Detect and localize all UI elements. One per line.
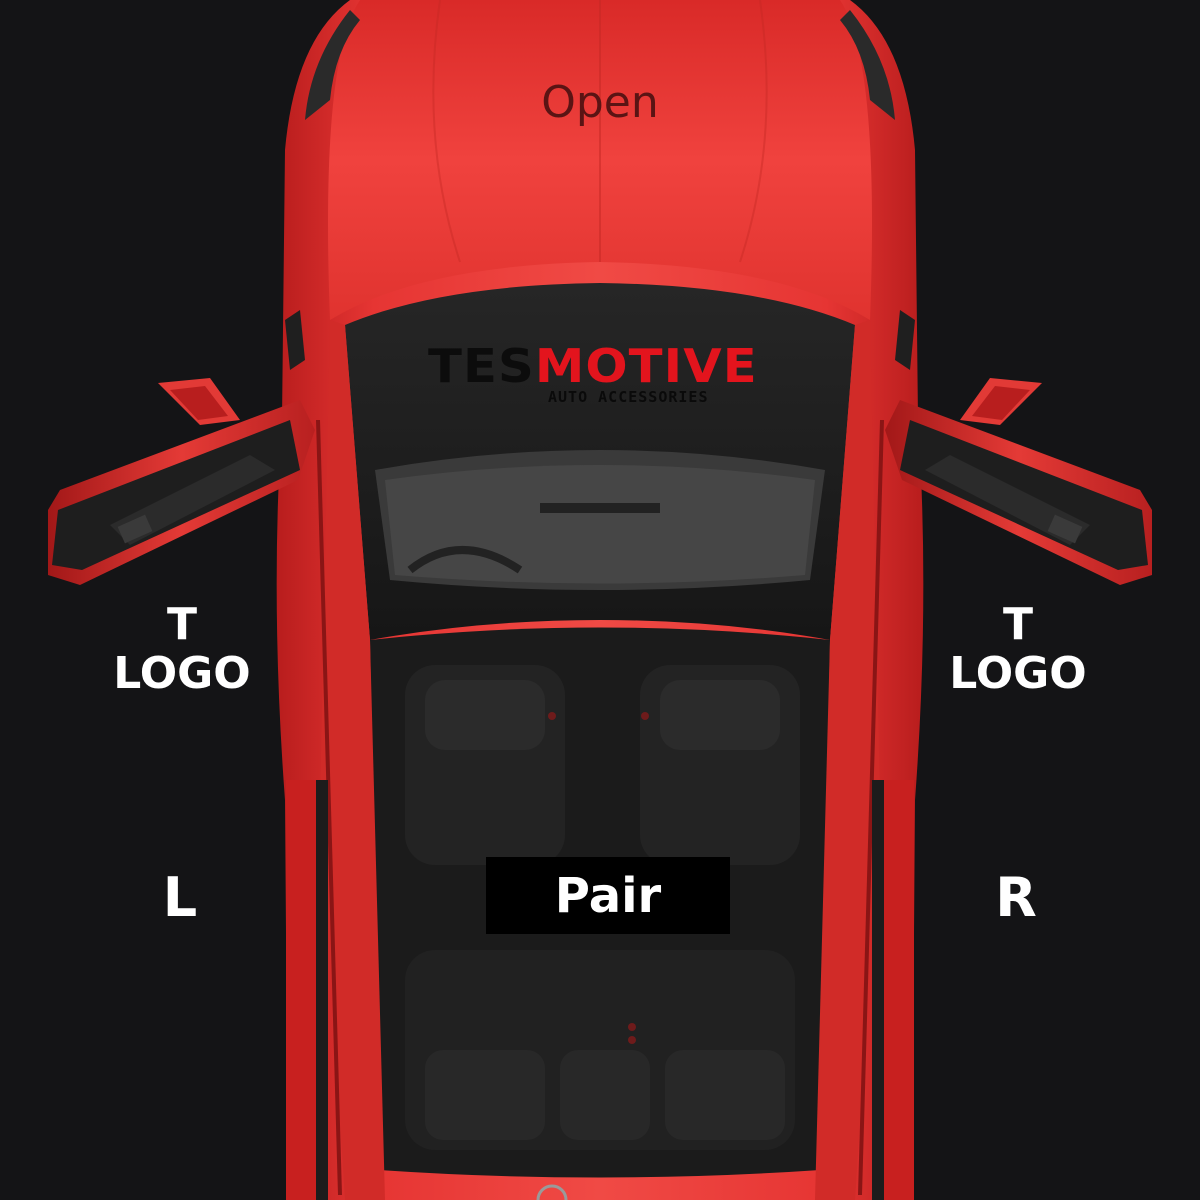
right-logo-button[interactable]: T LOGO (918, 600, 1118, 699)
brand-name-part2: MOTIVE (534, 339, 758, 393)
right-side-button[interactable]: R (995, 866, 1037, 929)
left-front-door (48, 378, 315, 585)
open-button[interactable]: Open (541, 76, 659, 128)
brand-tagline: AUTO ACCESSORIES (548, 388, 709, 406)
tesmotive-logo: TESMOTIVE AUTO ACCESSORIES (428, 340, 780, 412)
brand-name: TESMOTIVE (428, 340, 758, 392)
left-logo-line2: LOGO (113, 648, 251, 700)
right-logo-line2: LOGO (949, 648, 1087, 700)
brand-name-part1: TES (428, 339, 535, 393)
left-logo-button[interactable]: T LOGO (82, 600, 282, 699)
right-front-door (885, 378, 1152, 585)
left-logo-line1: T (166, 599, 197, 650)
right-logo-line1: T (1002, 599, 1033, 650)
left-side-button[interactable]: L (162, 866, 198, 929)
pair-button[interactable]: Pair (486, 857, 730, 934)
